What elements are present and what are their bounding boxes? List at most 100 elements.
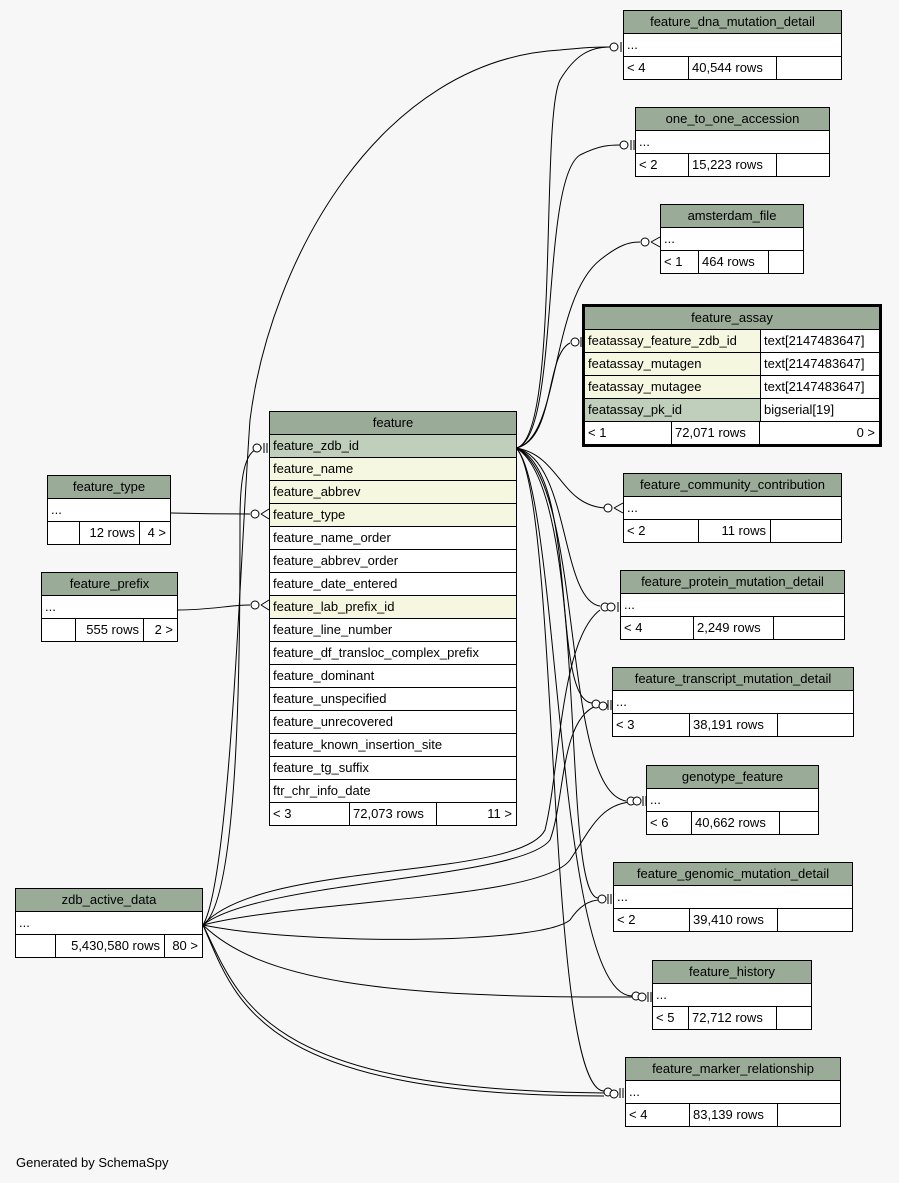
edge-feature-history	[515, 447, 633, 997]
edge-feature-genomic	[515, 447, 599, 899]
column-feature-name[interactable]: feature_name	[270, 458, 516, 481]
generated-by-note: Generated by SchemaSpy	[16, 1155, 169, 1170]
column-feature-dominant[interactable]: feature_dominant	[270, 665, 516, 688]
table-feature-assay[interactable]: feature_assay featassay_feature_zdb_id t…	[582, 304, 882, 447]
column-feature-type[interactable]: feature_type	[270, 504, 516, 527]
children-count[interactable]: 80 >	[164, 935, 202, 957]
parents-count[interactable]: < 3	[273, 806, 292, 821]
columns-ellipsis[interactable]: ...	[624, 34, 841, 57]
parents-count[interactable]: < 3	[616, 717, 635, 732]
parents-count[interactable]	[42, 619, 75, 641]
row-count: 15,223 rows	[688, 154, 776, 176]
columns-ellipsis[interactable]: ...	[636, 131, 829, 154]
table-title: genotype_feature	[647, 766, 818, 789]
column-type: text[2147483647]	[761, 376, 879, 398]
table-genotype-feature[interactable]: genotype_feature ... < 6 40,662 rows	[646, 765, 819, 835]
table-feature-community-contribution[interactable]: feature_community_contribution ... < 2 1…	[623, 473, 842, 543]
columns-ellipsis[interactable]: ...	[647, 789, 818, 812]
table-feature-transcript-mutation-detail[interactable]: feature_transcript_mutation_detail ... <…	[612, 667, 854, 737]
children-count[interactable]	[777, 714, 853, 736]
row-count: 12 rows	[79, 522, 139, 544]
column-feature-abbrev-order[interactable]: feature_abbrev_order	[270, 550, 516, 573]
column-feature-abbrev[interactable]: feature_abbrev	[270, 481, 516, 504]
table-feature-genomic-mutation-detail[interactable]: feature_genomic_mutation_detail ... < 2 …	[613, 862, 853, 932]
parents-count[interactable]: < 5	[656, 1010, 675, 1025]
children-count[interactable]	[776, 57, 841, 79]
columns-ellipsis[interactable]: ...	[48, 499, 170, 522]
row-count: 11 rows	[698, 520, 770, 542]
row-count: 83,139 rows	[689, 1104, 777, 1126]
table-feature-type[interactable]: feature_type ... 12 rows 4 >	[47, 475, 171, 545]
columns-ellipsis[interactable]: ...	[42, 596, 177, 619]
parents-count[interactable]	[48, 522, 79, 544]
children-count[interactable]	[773, 617, 844, 639]
parents-count[interactable]: < 4	[624, 620, 643, 635]
columns-ellipsis[interactable]: ...	[624, 497, 841, 520]
table-title: feature_protein_mutation_detail	[621, 571, 844, 594]
parents-count[interactable]: < 1	[664, 254, 683, 269]
edge-zdb-dna	[202, 46, 611, 926]
column-feature-name-order[interactable]: feature_name_order	[270, 527, 516, 550]
columns-ellipsis[interactable]: ...	[661, 228, 803, 251]
table-feature-dna-mutation-detail[interactable]: feature_dna_mutation_detail ... < 4 40,5…	[623, 10, 842, 80]
parents-count[interactable]	[16, 935, 55, 957]
table-title: feature_type	[48, 476, 170, 499]
children-count[interactable]	[779, 812, 818, 834]
column-featassay-mutagee[interactable]: featassay_mutagee	[585, 376, 761, 398]
columns-ellipsis[interactable]: ...	[653, 984, 811, 1007]
column-ftr-chr-info-date[interactable]: ftr_chr_info_date	[270, 780, 516, 803]
column-feature-df-transloc-complex-prefix[interactable]: feature_df_transloc_complex_prefix	[270, 642, 516, 665]
parents-count[interactable]: < 1	[588, 425, 607, 440]
children-count[interactable]	[776, 154, 829, 176]
column-type: text[2147483647]	[761, 353, 879, 375]
children-count[interactable]: 4 >	[139, 522, 170, 544]
column-feature-line-number[interactable]: feature_line_number	[270, 619, 516, 642]
children-count[interactable]	[776, 1007, 811, 1029]
parents-count[interactable]: < 6	[650, 815, 669, 830]
children-count[interactable]: 2 >	[143, 619, 177, 641]
table-footer: < 3 72,073 rows 11 >	[270, 803, 516, 825]
column-feature-zdb-id[interactable]: feature_zdb_id	[270, 435, 516, 458]
parents-count[interactable]: < 2	[639, 157, 658, 172]
edge-feature-community	[515, 447, 606, 509]
table-feature-prefix[interactable]: feature_prefix ... 555 rows 2 >	[41, 572, 178, 642]
children-count[interactable]: 0 >	[759, 422, 879, 444]
row-count: 2,249 rows	[693, 617, 773, 639]
table-feature-protein-mutation-detail[interactable]: feature_protein_mutation_detail ... < 4 …	[620, 570, 845, 640]
column-feature-unspecified[interactable]: feature_unspecified	[270, 688, 516, 711]
table-one-to-one-accession[interactable]: one_to_one_accession ... < 2 15,223 rows	[635, 107, 830, 177]
parents-count[interactable]: < 2	[617, 912, 636, 927]
columns-ellipsis[interactable]: ...	[614, 886, 852, 909]
children-count[interactable]: 11 >	[436, 803, 516, 825]
table-footer: < 2 15,223 rows	[636, 154, 829, 176]
columns-ellipsis[interactable]: ...	[613, 691, 853, 714]
table-zdb-active-data[interactable]: zdb_active_data ... 5,430,580 rows 80 >	[15, 888, 203, 958]
table-feature-history[interactable]: feature_history ... < 5 72,712 rows	[652, 960, 812, 1030]
column-feature-tg-suffix[interactable]: feature_tg_suffix	[270, 757, 516, 780]
columns-ellipsis[interactable]: ...	[16, 912, 202, 935]
row-count: 5,430,580 rows	[55, 935, 164, 957]
table-amsterdam-file[interactable]: amsterdam_file ... < 1 464 rows	[660, 204, 804, 274]
column-featassay-feature-zdb-id[interactable]: featassay_feature_zdb_id	[585, 330, 761, 352]
column-feature-date-entered[interactable]: feature_date_entered	[270, 573, 516, 596]
column-feature-known-insertion-site[interactable]: feature_known_insertion_site	[270, 734, 516, 757]
column-featassay-mutagen[interactable]: featassay_mutagen	[585, 353, 761, 375]
children-count[interactable]	[777, 1104, 840, 1126]
children-count[interactable]	[770, 520, 841, 542]
column-feature-unrecovered[interactable]: feature_unrecovered	[270, 711, 516, 734]
table-title: feature_prefix	[42, 573, 177, 596]
table-feature-marker-relationship[interactable]: feature_marker_relationship ... < 4 83,1…	[625, 1057, 841, 1127]
column-feature-lab-prefix-id[interactable]: feature_lab_prefix_id	[270, 596, 516, 619]
parents-count[interactable]: < 4	[627, 60, 646, 75]
children-count[interactable]	[777, 909, 852, 931]
column-featassay-pk-id[interactable]: featassay_pk_id	[585, 399, 761, 421]
edge-zdb-transcript	[202, 705, 597, 926]
columns-ellipsis[interactable]: ...	[626, 1081, 840, 1104]
table-feature[interactable]: feature feature_zdb_id feature_name feat…	[269, 411, 517, 826]
parents-count[interactable]: < 4	[629, 1107, 648, 1122]
parents-count[interactable]: < 2	[627, 523, 646, 538]
columns-ellipsis[interactable]: ...	[621, 594, 844, 617]
children-count[interactable]	[768, 251, 803, 273]
edge-zdb-genotype	[202, 801, 631, 926]
